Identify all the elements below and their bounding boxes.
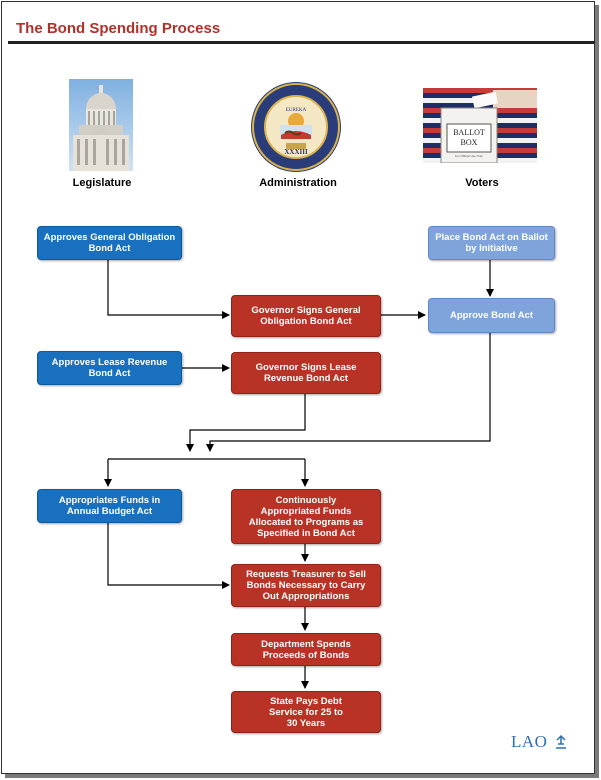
connector-approves-go-to-governor-go — [107, 260, 230, 319]
column-label-administration: Administration — [259, 177, 337, 189]
box-continuously-appropriated: Continuously Appropriated Funds Allocate… — [231, 489, 381, 544]
connector-appropriates-to-requests — [107, 523, 230, 589]
box-governor-signs-go: Governor Signs General Obligation Bond A… — [231, 295, 381, 337]
connector-approve-bond-act-down — [206, 333, 491, 452]
ballot-box-small-text: For Official Use Only — [455, 154, 483, 158]
connector-governor-lease-down — [186, 394, 306, 452]
title-divider — [8, 41, 595, 44]
box-place-initiative: Place Bond Act on Ballot by Initiative — [428, 226, 555, 260]
box-approve-bond-act: Approve Bond Act — [428, 298, 555, 333]
seal-motto: EUREKA — [286, 108, 307, 113]
capitol-image — [69, 79, 133, 171]
box-requests-treasurer: Requests Treasurer to Sell Bonds Necessa… — [231, 564, 381, 607]
lao-logo: LAO — [511, 732, 548, 751]
column-label-voters: Voters — [465, 177, 499, 189]
lao-logo-mark — [556, 734, 566, 749]
column-label-legislature: Legislature — [72, 177, 132, 189]
box-department-spends: Department Spends Proceeds of Bonds — [231, 633, 381, 666]
ballot-box-line2: BOX — [460, 138, 478, 147]
state-seal-image: XXXIII EUREKA — [250, 81, 342, 173]
ballot-box-image: BALLOT BOX For Official Use Only — [423, 88, 537, 163]
box-state-pays: State Pays Debt Service for 25 to 30 Yea… — [231, 691, 381, 733]
box-governor-signs-lease: Governor Signs Lease Revenue Bond Act — [231, 352, 381, 394]
page-title: The Bond Spending Process — [16, 20, 221, 37]
box-approves-general-obligation: Approves General Obligation Bond Act — [37, 226, 182, 260]
seal-numeral: XXXIII — [284, 148, 308, 156]
box-appropriates-funds: Appropriates Funds in Annual Budget Act — [37, 489, 182, 523]
ballot-box-line1: BALLOT — [453, 128, 485, 137]
box-approves-lease-revenue: Approves Lease Revenue Bond Act — [37, 351, 182, 385]
